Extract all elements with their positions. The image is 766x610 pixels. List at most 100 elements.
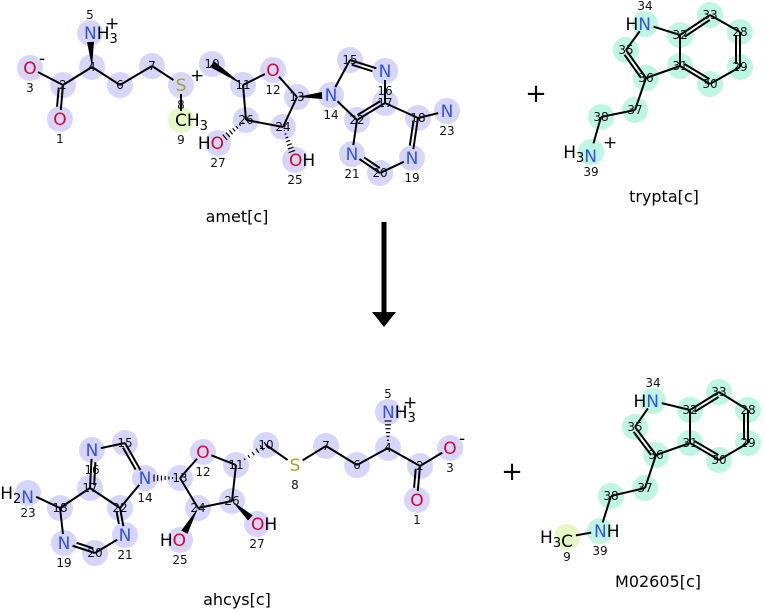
bond-26-24 <box>197 500 233 509</box>
atom-number: 24 <box>190 501 205 515</box>
atom-number: 19 <box>56 556 71 570</box>
bond-22-21 <box>115 507 125 527</box>
atom-label: N <box>406 149 419 169</box>
atom-number: 20 <box>372 166 387 180</box>
atom-number: 37 <box>637 481 652 495</box>
atom-number: 3 <box>26 81 34 95</box>
charge-label: + <box>105 14 119 34</box>
atom-label: H3C <box>540 528 573 552</box>
atom-number: 21 <box>117 548 132 562</box>
atom-number: 9 <box>177 133 185 147</box>
bond-24-25 <box>181 508 198 534</box>
atom-label: N <box>139 469 152 489</box>
bond-17-18 <box>384 102 419 119</box>
atom-label: N <box>379 62 392 82</box>
amet-atom-8: S+8 <box>173 66 204 112</box>
bond-14-15 <box>334 59 351 88</box>
charge-label: - <box>39 49 45 69</box>
bond-13-14 <box>297 92 323 100</box>
atom-label: HO <box>160 531 186 551</box>
amet-atom-4: 4 <box>88 60 96 74</box>
atom-number: 10 <box>204 57 219 71</box>
ahcys-atom-18: 18 <box>52 501 67 515</box>
atom-number: 33 <box>702 8 717 22</box>
ahcys-atom-5: NH3+5 <box>380 387 417 426</box>
atom-number: 35 <box>618 43 633 57</box>
ahcys-atom-22: 22 <box>112 501 127 515</box>
m02605-atom-36: 36 <box>648 448 663 462</box>
plus-sign-reactants: + <box>525 79 547 109</box>
atom-number: 13 <box>289 90 304 104</box>
bond-38-39 <box>592 116 602 144</box>
atom-number: 37 <box>627 103 642 117</box>
amet-atom-24: 24 <box>275 120 290 134</box>
trypta-atom-38: 38 <box>593 110 608 124</box>
atom-number: 29 <box>732 60 747 74</box>
atom-number: 28 <box>740 403 755 417</box>
bond-6-7 <box>119 65 153 86</box>
atom-label: HO <box>198 134 224 154</box>
charge-label: - <box>459 429 465 449</box>
ahcys-atom-13: 13 <box>172 471 187 485</box>
m02605-atom-29: 29 <box>740 436 755 450</box>
atom-label: N <box>346 145 359 165</box>
trypta-atom-28: 28 <box>732 25 747 39</box>
ahcys-atom-21: N21 <box>117 526 133 562</box>
molecule-name-m02605: M02605[c] <box>615 572 701 591</box>
m02605-atom-28: 28 <box>740 403 755 417</box>
bond-34-35 <box>625 30 641 51</box>
bond-26-11 <box>242 84 247 121</box>
bond-36-37 <box>634 77 647 111</box>
bond-32-34 <box>661 402 691 411</box>
atom-label: O <box>266 61 279 81</box>
atom-number: 30 <box>702 77 717 91</box>
atom-number: 17 <box>377 96 392 110</box>
atom-label: O <box>196 443 209 463</box>
bond-19-18 <box>59 507 64 535</box>
atom-number: 38 <box>593 110 608 124</box>
atom-number: 30 <box>711 453 726 467</box>
bond-10-8 <box>265 444 289 461</box>
atom-number: 23 <box>20 506 35 520</box>
ahcys-atom-3: O-3 <box>442 429 465 475</box>
atom-number: 7 <box>148 59 156 73</box>
atom-number: 31 <box>682 436 697 450</box>
atom-label: N <box>441 102 454 122</box>
bond-22-17 <box>89 487 121 509</box>
ahcys-atom-2: 2 <box>416 459 424 473</box>
atom-label: N <box>58 534 71 554</box>
atom-number: 12 <box>265 83 280 97</box>
atom-label: N <box>325 86 338 106</box>
atom-label: NH3 <box>382 403 416 426</box>
atom-number: 24 <box>275 120 290 134</box>
molecule-name-trypta: trypta[c] <box>629 187 699 206</box>
amet-atom-15: 15 <box>342 53 357 67</box>
bond-36-31 <box>655 442 691 456</box>
amet-atom-7: 7 <box>148 59 156 73</box>
bond-11-10 <box>210 61 243 85</box>
atom-number: 27 <box>249 537 264 551</box>
amet-atom-16: N16 <box>377 62 393 98</box>
bond-16-15 <box>100 442 126 450</box>
bond-33-28 <box>709 14 741 33</box>
ahcys-atom-10: 10 <box>258 438 273 452</box>
bond-34-35 <box>634 407 649 428</box>
atom-number: 25 <box>172 553 187 567</box>
bond-4-2 <box>387 447 421 467</box>
atom-number: 20 <box>87 546 102 560</box>
bond-32-33 <box>679 14 711 38</box>
atom-number: 11 <box>235 78 250 92</box>
atom-label: H2N <box>0 484 34 508</box>
atom-label: O <box>23 59 36 79</box>
bond-19-20 <box>379 160 405 174</box>
amet-atom-18: 18 <box>410 111 425 125</box>
atom-number: 5 <box>86 8 94 22</box>
ahcys-atom-17: 17 <box>82 481 97 495</box>
ahcys-atom-19: N 19 <box>56 534 72 570</box>
bond-15-16 <box>349 59 377 73</box>
atom-number: 3 <box>446 461 454 475</box>
atom-label: H3N <box>563 143 597 167</box>
